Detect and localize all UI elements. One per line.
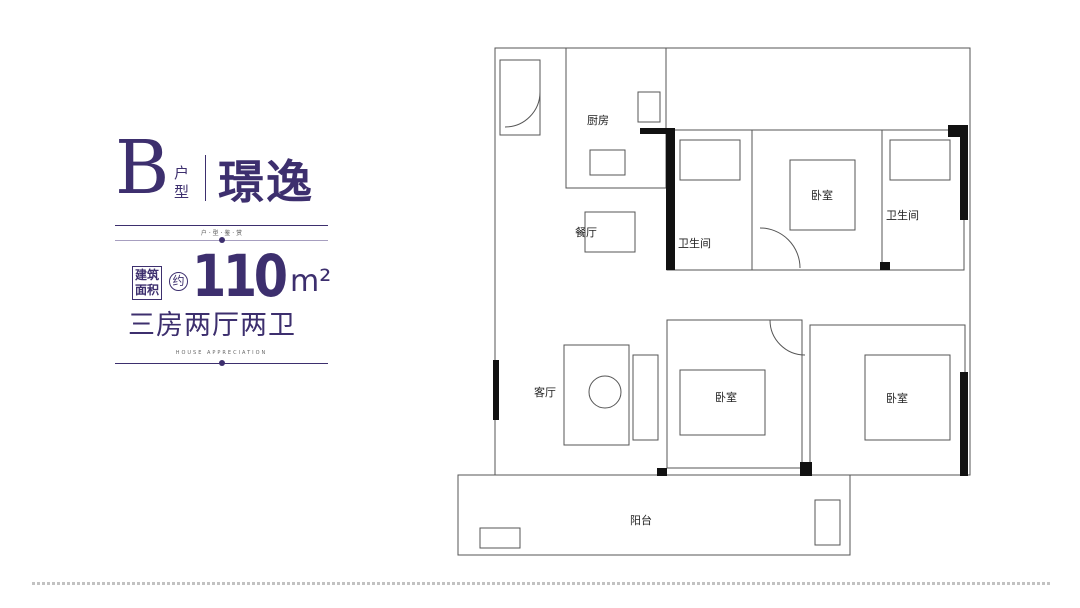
wall <box>960 125 968 220</box>
room-label-balcony: 阳台 <box>630 513 652 527</box>
sofa <box>632 354 659 441</box>
title-divider <box>205 155 206 201</box>
kitchen-outline <box>565 47 667 189</box>
area-label-box: 建筑 面积 <box>132 266 163 300</box>
room-label-bedroom2: 卧室 <box>715 390 737 404</box>
approx-label: 约 <box>169 272 188 291</box>
subheading: 户 · 型 · 鉴 · 赏 <box>200 230 243 237</box>
ac-unit <box>814 499 841 546</box>
room-label-bedroom1: 卧室 <box>811 188 833 202</box>
bath2-outline <box>881 129 965 271</box>
room-label-bedroom3: 卧室 <box>886 391 908 405</box>
rug <box>563 344 630 446</box>
ac-unit <box>479 527 521 549</box>
stove <box>589 149 626 176</box>
wall <box>666 128 675 270</box>
door-swing <box>759 227 801 269</box>
sink <box>637 91 661 123</box>
area-value: 110 <box>192 242 288 310</box>
wall <box>880 262 890 270</box>
unit-name: 璟逸 <box>218 155 314 209</box>
wall <box>960 372 968 476</box>
unit-type-label: 户 型 <box>174 164 190 201</box>
bed2 <box>679 369 766 436</box>
room-label-living: 客厅 <box>534 385 556 399</box>
wall <box>800 462 812 476</box>
door-swing <box>769 319 806 356</box>
top-rule <box>115 225 328 226</box>
room-label-bath2: 卫生间 <box>886 208 919 222</box>
bedroom2-outline <box>666 319 803 469</box>
unit-letter: B <box>115 125 170 211</box>
room-label-kitchen: 厨房 <box>587 114 609 127</box>
disclaimer-text-strip <box>32 582 1052 585</box>
bed3 <box>864 354 951 441</box>
wall <box>640 128 666 134</box>
coffee-table <box>588 375 622 409</box>
rule-dot <box>219 237 225 243</box>
wall <box>493 360 499 420</box>
dining-table <box>584 211 636 253</box>
bed1 <box>789 159 856 231</box>
room-label-dining: 餐厅 <box>575 225 597 239</box>
wall <box>657 468 667 476</box>
area-unit: m² <box>290 264 332 299</box>
rule-dot <box>219 360 225 366</box>
balcony-outline <box>457 474 851 556</box>
door-swing <box>504 91 541 128</box>
tagline: HOUSE APPRECIATION <box>175 350 268 356</box>
shower1 <box>679 139 741 181</box>
shower2 <box>889 139 951 181</box>
room-label-bath1: 卫生间 <box>678 236 711 250</box>
layout-description: 三房两厅两卫 <box>128 310 296 341</box>
